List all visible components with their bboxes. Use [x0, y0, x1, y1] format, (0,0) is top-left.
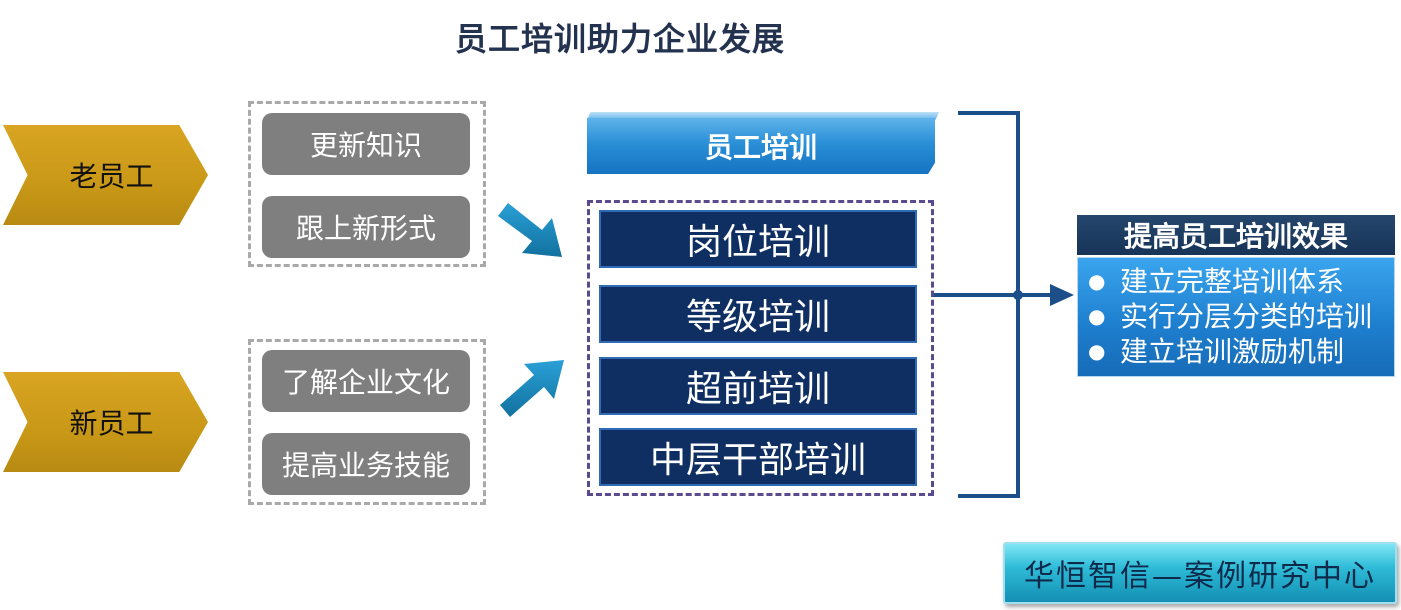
result-item-text: 实行分层分类的培训	[1120, 300, 1373, 333]
bullet-icon: ●	[1088, 339, 1106, 363]
training-group	[587, 200, 934, 496]
new-employee-needs-group	[248, 339, 486, 505]
chevron-new-employees: 新员工	[3, 372, 208, 472]
training-header: 员工培训	[587, 118, 935, 174]
result-item: ● 建立完整培训体系	[1088, 264, 1394, 299]
bullet-icon: ●	[1088, 304, 1106, 328]
diagram-title: 员工培训助力企业发展	[454, 20, 785, 58]
down-right-arrow	[498, 203, 562, 257]
up-right-arrow	[500, 360, 564, 417]
training-item: 中层干部培训	[599, 428, 917, 486]
need-pill: 了解企业文化	[262, 350, 470, 412]
old-employee-needs-group	[248, 101, 486, 267]
training-item: 等级培训	[599, 285, 917, 343]
chevron-label: 新员工	[69, 407, 154, 440]
need-pill: 提高业务技能	[262, 433, 470, 495]
training-item: 超前培训	[599, 357, 917, 415]
result-item: ● 实行分层分类的培训	[1088, 299, 1394, 334]
chevron-label: 老员工	[69, 160, 154, 193]
chevron-old-employees: 老员工	[3, 125, 208, 225]
need-pill: 更新知识	[262, 113, 470, 175]
training-item: 岗位培训	[599, 210, 917, 268]
need-pill: 跟上新形式	[262, 196, 470, 258]
result-arrow-head	[1050, 284, 1074, 306]
source-badge: 华恒智信—案例研究中心	[1003, 542, 1397, 604]
result-item-text: 建立培训激励机制	[1120, 335, 1345, 368]
result-item: ● 建立培训激励机制	[1088, 334, 1394, 369]
bracket	[931, 111, 1055, 498]
result-list: ● 建立完整培训体系 ● 实行分层分类的培训 ● 建立培训激励机制	[1077, 257, 1395, 377]
training-header-top	[587, 112, 939, 120]
result-item-text: 建立完整培训体系	[1120, 265, 1345, 298]
bullet-icon: ●	[1088, 269, 1106, 293]
result-title: 提高员工培训效果	[1077, 215, 1395, 255]
junction-dot	[1013, 290, 1023, 300]
